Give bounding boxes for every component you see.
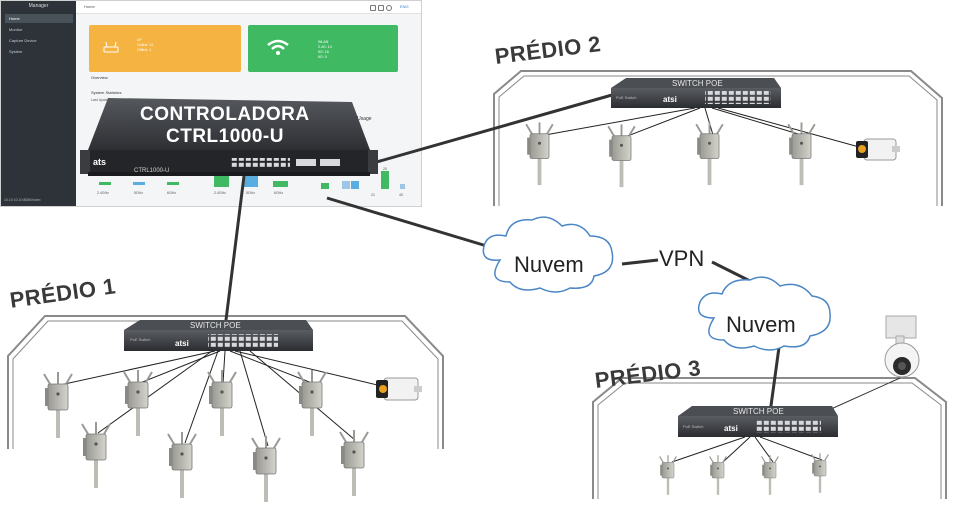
outdoor-ap-b3-14: [709, 455, 727, 495]
cloud-2: [697, 276, 831, 351]
building-3-frame: [592, 377, 947, 499]
wifi-icon: [267, 39, 289, 55]
controller-title-line1: CONTROLADORA: [140, 104, 310, 125]
cloud-1-label: Nuvem: [514, 252, 584, 277]
controller-brand: ats: [93, 157, 107, 167]
ap-card-line1: AP: [137, 38, 142, 42]
cpu-bar-4: [381, 171, 389, 189]
settings-icon[interactable]: [386, 5, 392, 11]
cloud-2-label: Nuvem: [726, 312, 796, 337]
mid-bar-5g: [243, 176, 258, 187]
cpu-tick-2: 21: [371, 193, 375, 197]
switch-1-brand: atsi: [175, 339, 189, 348]
switch-2-small: PoE Switch: [616, 95, 637, 100]
mid-bar-6g: [273, 181, 288, 187]
cpu-bar-1: [321, 183, 329, 189]
ui-menu-capture-device[interactable]: Capture Device: [9, 38, 37, 43]
mid-bar-2g: [214, 174, 229, 187]
wlan-card-line2: 2.4G: 14: [318, 45, 332, 49]
outdoor-ap-b1-3: [207, 370, 237, 436]
switch-3-small: PoE Switch: [683, 424, 704, 429]
switch-1-small: PoE Switch: [130, 337, 151, 342]
last-update-label: Last Update Ti: [91, 98, 115, 102]
access-points: [43, 122, 829, 502]
ui-language-select[interactable]: ENG: [400, 4, 409, 9]
outdoor-ap-b1-1: [43, 372, 73, 438]
outdoor-ap-b2-12: [787, 122, 816, 186]
cloud-1: [482, 216, 614, 293]
outdoor-ap-b3-16: [811, 453, 829, 493]
outdoor-ap-b2-9: [525, 122, 554, 186]
outdoor-ap-b1-7: [251, 436, 281, 502]
ui-menu-system[interactable]: System: [9, 49, 23, 54]
ui-menu-home[interactable]: Home: [5, 14, 73, 23]
ui-sidebar-title: Manager: [28, 3, 49, 9]
cpu-tick-3: 40: [399, 193, 403, 197]
overview-label: Overview: [91, 75, 108, 80]
ptz-link: [819, 377, 901, 415]
left-bar-5g: [133, 182, 145, 185]
ui-menu-monitor[interactable]: Monitor: [9, 27, 23, 32]
outdoor-ap-b1-6: [167, 432, 197, 498]
ap-status-card[interactable]: AP Online: 12 Offline: 1: [89, 25, 241, 72]
controller-device: [80, 98, 378, 176]
ui-breadcrumb[interactable]: Home: [84, 4, 95, 9]
vpn-label: VPN: [659, 246, 705, 271]
mid-bar-label-6g: 6GHz: [274, 191, 283, 195]
mid-bar-label-2g: 2.4GHz: [214, 191, 226, 195]
ui-sidebar: Manager Home Monitor Capture Device Syst…: [1, 1, 76, 206]
ap-card-line3: Offline: 1: [137, 48, 152, 52]
ui-topbar: [76, 1, 421, 14]
outdoor-ap-b2-10: [607, 124, 636, 188]
router-icon: [103, 41, 119, 53]
wlan-status-card[interactable]: WLAN 2.4G: 14 5G: 18 6G: 0: [248, 25, 398, 72]
cpu-tick-1: 20: [383, 167, 387, 171]
left-bar-label-6g: 6GHz: [167, 191, 176, 195]
switch-building-2: [611, 78, 781, 108]
switch-2-brand: atsi: [663, 95, 677, 104]
left-bar-2g: [99, 182, 111, 185]
switch-1-label: SWITCH POE: [190, 321, 241, 330]
outdoor-ap-b1-5: [81, 422, 111, 488]
bullet-camera-building-1: [376, 377, 422, 401]
mid-bar-label-5g: 5GHz: [246, 191, 255, 195]
left-bar-6g: [167, 182, 179, 185]
b2-cables: [544, 107, 871, 151]
controller-model-plate: CTRL1000-U: [134, 168, 170, 174]
backbone-lines: [222, 93, 782, 414]
wlan-card-line1: WLAN: [318, 40, 329, 44]
outdoor-ap-b1-8: [339, 430, 369, 496]
wlan-card-line3: 5G: 18: [318, 50, 329, 54]
outdoor-ap-b2-11: [695, 122, 724, 186]
outdoor-ap-b1-2: [123, 370, 153, 436]
outdoor-ap-b3-13: [659, 455, 677, 495]
system-statistics-label: System Statistics: [91, 90, 122, 95]
controller-title-line2: CTRL1000-U: [166, 126, 284, 147]
fullscreen-icon[interactable]: [370, 5, 376, 11]
b3-cables: [671, 436, 823, 463]
cpu-bar-5: [400, 184, 405, 189]
cpu-bar-3: [351, 181, 359, 189]
outdoor-ap-b1-4: [297, 370, 327, 436]
bullet-camera-building-2: [856, 138, 900, 161]
ptz-camera-building-3: [884, 315, 920, 378]
switch-3-label: SWITCH POE: [733, 407, 784, 416]
outdoor-ap-b3-15: [761, 455, 779, 495]
ap-card-line2: Online: 12: [137, 43, 154, 47]
building-2-frame: [493, 70, 943, 206]
left-bar-label-2g: 2.4GHz: [97, 191, 109, 195]
switch-building-3: [678, 406, 838, 437]
wlan-card-line4: 6G: 0: [318, 55, 327, 59]
switch-building-1: [124, 320, 313, 351]
refresh-icon[interactable]: [378, 5, 384, 11]
cpu-bar-2: [342, 181, 350, 189]
switch-3-brand: atsi: [724, 424, 738, 433]
ui-footer-ip: 10.10.10.10:8080/index: [4, 198, 41, 202]
left-bar-label-5g: 5GHz: [134, 191, 143, 195]
switch-2-label: SWITCH POE: [672, 79, 723, 88]
